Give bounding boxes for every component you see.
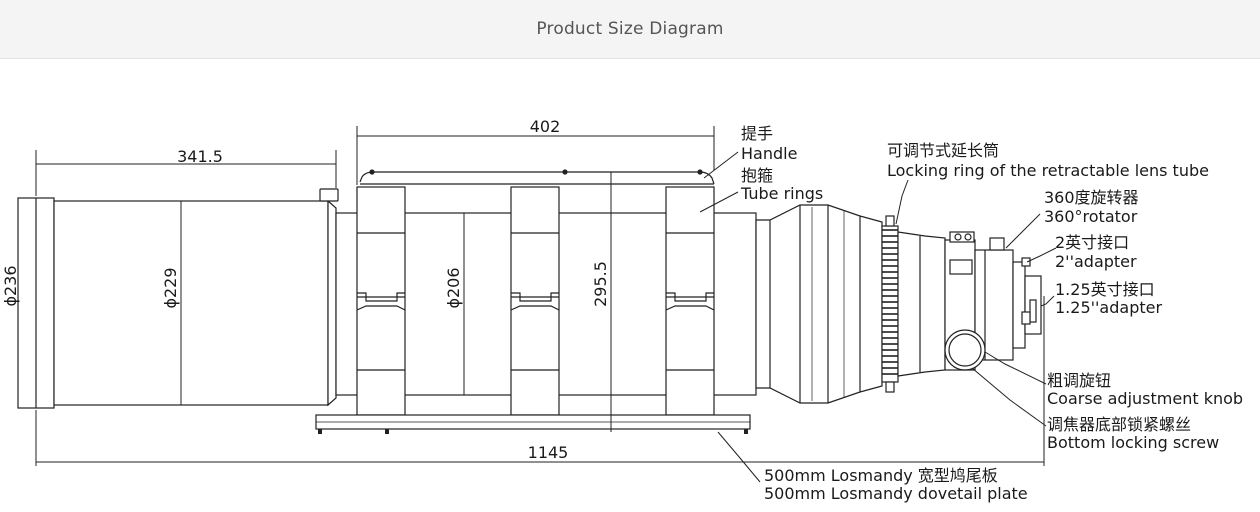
label-rotator-en: 360°rotator: [1044, 207, 1138, 226]
telescope-drawing: [17, 169, 1042, 434]
leader-lines: [699, 151, 1057, 483]
label-rotator-cn: 360度旋转器: [1044, 188, 1139, 207]
dim-dew-shield-diameter: ϕ229: [161, 267, 180, 308]
dim-tube-ring-span: 402: [530, 117, 561, 136]
dim-outer-diameter: ϕ236: [1, 265, 20, 306]
label-adapter2-cn: 2英寸接口: [1055, 233, 1129, 252]
label-plate-en: 500mm Losmandy dovetail plate: [764, 484, 1028, 503]
tube-ring-2: [510, 186, 560, 416]
telescope-size-diagram: 341.5 402 1145 ϕ236 ϕ229 ϕ206 295.5 提手 H…: [1, 117, 1243, 503]
label-knob-en: Coarse adjustment knob: [1047, 389, 1243, 408]
label-rings-en: Tube rings: [740, 184, 823, 203]
dimension-lines: [35, 126, 1045, 466]
label-adapter2-en: 2''adapter: [1055, 252, 1137, 271]
label-adapter125-en: 1.25''adapter: [1055, 298, 1162, 317]
dim-dew-shield-length: 341.5: [177, 147, 223, 166]
tube-ring-1: [356, 186, 406, 416]
callout-labels: 提手 Handle 抱箍 Tube rings 可调节式延长筒 Locking …: [740, 124, 1243, 503]
tube-ring-3: [665, 186, 715, 416]
label-lockring-en: Locking ring of the retractable lens tub…: [887, 161, 1209, 180]
label-adapter125-cn: 1.25英寸接口: [1055, 280, 1155, 299]
label-screw-cn: 调焦器底部锁紧螺丝: [1047, 415, 1191, 434]
dim-tube-diameter: ϕ206: [444, 267, 463, 308]
label-rings-cn: 抱箍: [741, 166, 773, 185]
header-bar: Product Size Diagram: [0, 0, 1260, 59]
label-handle-en: Handle: [741, 144, 797, 163]
label-knob-cn: 粗调旋钮: [1047, 371, 1111, 390]
label-plate-cn: 500mm Losmandy 宽型鸠尾板: [764, 466, 998, 485]
label-lockring-cn: 可调节式延长筒: [887, 141, 999, 160]
dim-height: 295.5: [591, 261, 610, 307]
label-handle-cn: 提手: [741, 124, 773, 143]
dim-total-length: 1145: [528, 443, 569, 462]
label-screw-en: Bottom locking screw: [1047, 433, 1219, 452]
page-title: Product Size Diagram: [536, 19, 724, 39]
